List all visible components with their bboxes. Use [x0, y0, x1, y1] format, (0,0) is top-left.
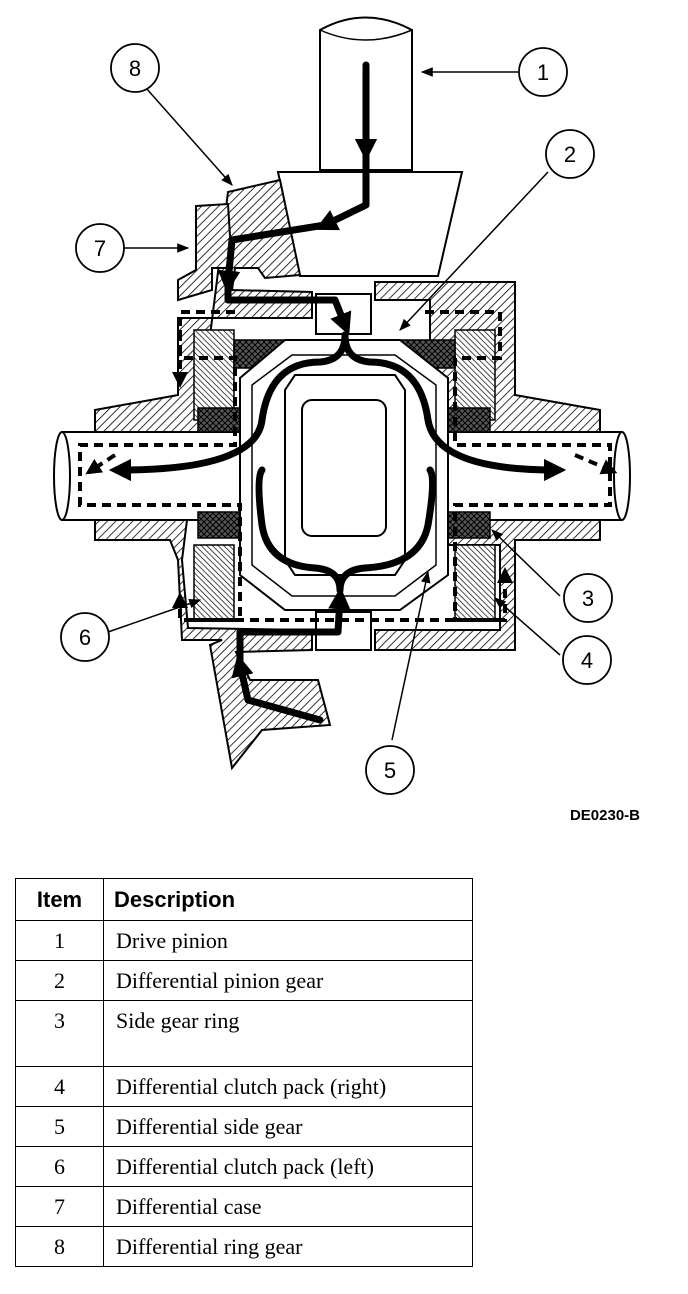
- callout-leaders: [107, 67, 561, 741]
- svg-text:6: 6: [79, 625, 91, 650]
- callout-8: 8: [110, 43, 160, 93]
- table-row: 8 Differential ring gear: [15, 1226, 473, 1267]
- callout-3: 3: [563, 573, 613, 623]
- table-row: 7 Differential case: [15, 1186, 473, 1227]
- header-description: Description: [103, 878, 473, 921]
- svg-text:5: 5: [384, 758, 396, 783]
- differential-diagram: 1 2 3 4 5 6 7 8 DE0230-B: [53, 16, 640, 824]
- row-item: 7: [15, 1186, 104, 1227]
- table-row: 3 Side gear ring: [15, 1000, 473, 1067]
- row-description: Differential case: [103, 1186, 473, 1227]
- callout-1: 1: [518, 47, 568, 97]
- header-item: Item: [15, 878, 104, 921]
- row-item: 2: [15, 960, 104, 1001]
- legend-table: Item Description 1 Drive pinion 2 Differ…: [15, 878, 473, 1267]
- torque-flow-dashed: [78, 310, 618, 622]
- callout-2: 2: [545, 129, 595, 179]
- row-description: Differential clutch pack (right): [103, 1066, 473, 1107]
- svg-text:8: 8: [129, 56, 141, 81]
- drive-pinion-shaft: [276, 16, 464, 277]
- row-item: 8: [15, 1226, 104, 1267]
- callout-5: 5: [365, 745, 415, 795]
- table-row: 1 Drive pinion: [15, 920, 473, 961]
- callout-7: 7: [75, 223, 125, 273]
- torque-flow-solid: [108, 61, 567, 724]
- table-row: 5 Differential side gear: [15, 1106, 473, 1147]
- figure-code: DE0230-B: [570, 807, 640, 824]
- table-row: 6 Differential clutch pack (left): [15, 1146, 473, 1187]
- svg-text:3: 3: [582, 586, 594, 611]
- row-item: 4: [15, 1066, 104, 1107]
- row-item: 1: [15, 920, 104, 961]
- row-description: Drive pinion: [103, 920, 473, 961]
- svg-text:4: 4: [581, 648, 593, 673]
- callout-6: 6: [60, 612, 110, 662]
- callout-4: 4: [562, 635, 612, 685]
- legend-header-row: Item Description: [15, 878, 473, 921]
- row-item: 5: [15, 1106, 104, 1147]
- svg-text:1: 1: [537, 60, 549, 85]
- row-description: Differential clutch pack (left): [103, 1146, 473, 1187]
- svg-text:2: 2: [564, 142, 576, 167]
- row-description: Differential ring gear: [103, 1226, 473, 1267]
- row-item: 6: [15, 1146, 104, 1187]
- table-row: 4 Differential clutch pack (right): [15, 1066, 473, 1107]
- row-item: 3: [15, 1000, 104, 1067]
- row-description: Differential side gear: [103, 1106, 473, 1147]
- row-description: Side gear ring: [103, 1000, 473, 1067]
- svg-text:7: 7: [94, 236, 106, 261]
- table-row: 2 Differential pinion gear: [15, 960, 473, 1001]
- row-description: Differential pinion gear: [103, 960, 473, 1001]
